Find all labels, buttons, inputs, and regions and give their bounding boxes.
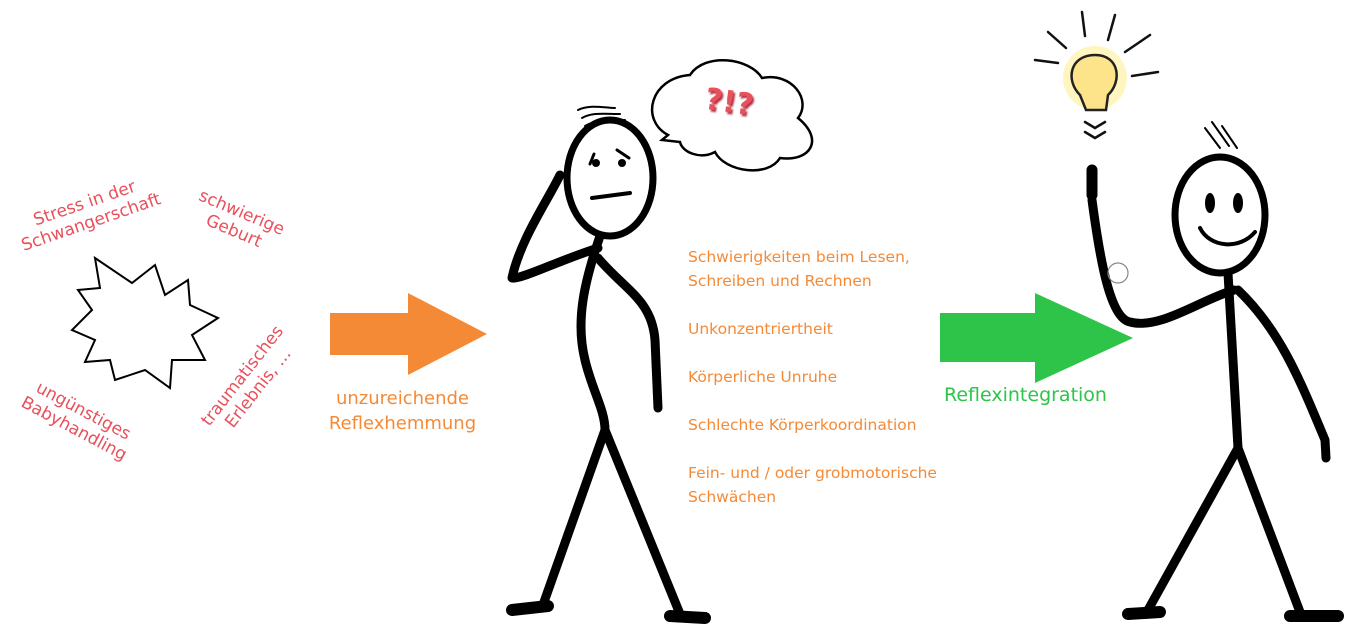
light-bulb-icon [1070,53,1118,112]
symptom-item: Schlechte Körperkoordination [688,416,917,434]
inhibition-label-line: Reflexhemmung [328,413,477,435]
confused-figure [506,105,711,624]
inhibition-label-line: unzureichende [335,388,470,409]
light-rays [1033,10,1160,140]
thought-bubble [650,59,814,172]
happy-figure [1086,121,1344,622]
symptom-item: Fein- und / oder grobmotorische Schwäche… [688,464,937,506]
inhibition-label: unzureichende Reflexhemmung [320,386,485,436]
symptom-item: Körperliche Unruhe [688,368,838,386]
symptom-item: Schwierigkeiten beim Lesen, Schreiben un… [688,248,910,290]
integration-label: Reflexintegration [944,384,1107,406]
starburst-shape [70,255,221,390]
symptom-list: Schwierigkeiten beim Lesen, Schreiben un… [688,245,988,533]
green-arrow [940,293,1133,383]
confusion-symbol: ?!? [702,81,756,124]
orange-arrow [330,293,487,375]
symptom-item: Unkonzentriertheit [688,320,833,338]
